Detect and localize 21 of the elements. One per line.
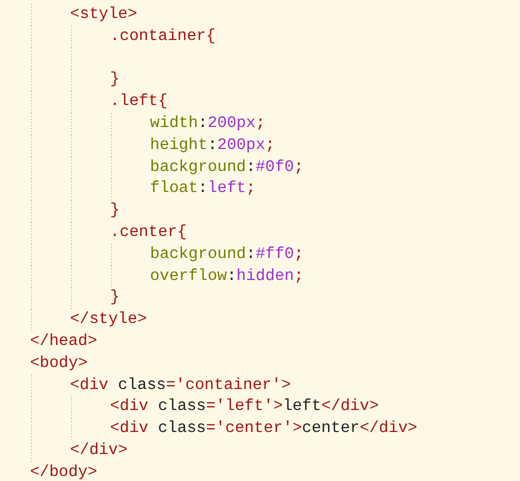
code-line: background:#0f0; [150,156,304,177]
code-line: <div class='center'>center</div> [110,418,418,438]
code-line: <style> [70,4,138,24]
code-line: <body> [30,352,88,373]
code-line: </div> [70,440,128,460]
code-line: </head> [30,331,98,351]
code-line: .container{ [110,26,216,46]
code-line: } [110,287,120,308]
code-line: float:left; [150,178,256,198]
code-line: } [110,69,120,90]
code-line: </style> [70,309,147,330]
code-line: </body> [30,462,98,481]
code-line: .left{ [110,91,168,112]
code-line: } [110,200,120,220]
code-line: background:#ff0; [150,244,304,264]
code-line: .center{ [110,222,187,242]
code-line: overflow:hidden; [150,266,304,286]
code-line: height:200px; [150,134,275,155]
code-line: width:200px; [150,113,266,133]
code-line: <div class='container'> [70,374,291,395]
code-line: <div class='left'>left</div> [110,396,379,416]
